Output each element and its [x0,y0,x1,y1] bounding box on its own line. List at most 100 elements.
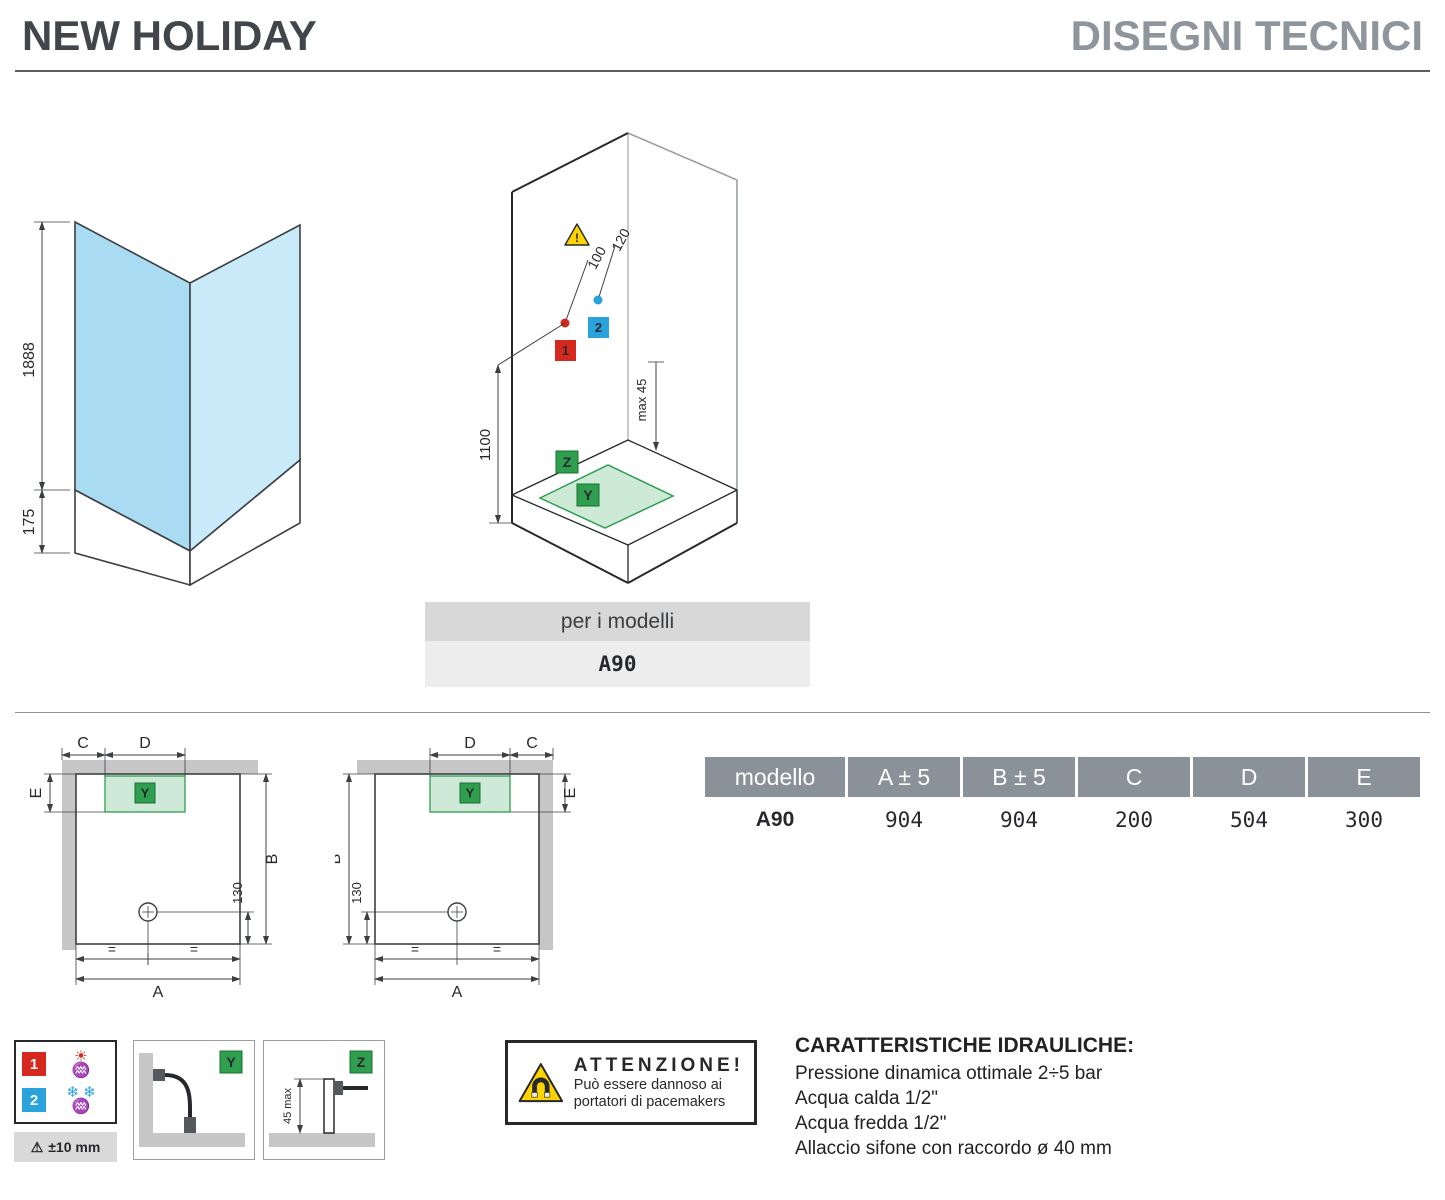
cold-marker-badge: 2 [22,1088,46,1112]
z-detail-drawing: 45 max Z [269,1050,375,1147]
header-divider [15,70,1430,72]
glass-panels-drawing: 1888 175 [21,220,301,587]
equal-mark: = [411,941,419,957]
svg-text:Y: Y [583,487,593,503]
dimension-lines [343,748,571,985]
plan-view-right: Y D C E B [335,735,579,1001]
dim-label-e: E [562,788,579,799]
water-connections-legend: 1 ☀♒ 2 ❄ ❄♒ [14,1040,117,1124]
cold-marker-box: 2 [588,317,609,338]
floor-fitting [184,1117,196,1133]
col-header-d: D [1193,757,1305,797]
vertical-pipe [323,1078,335,1134]
dim-label-1100: 1100 [477,429,494,461]
y-marker-box: Y [134,782,156,804]
svg-text:Z: Z [563,454,572,470]
hydraulic-line: Pressione dinamica ottimale 2÷5 bar [795,1063,1103,1084]
hot-marker-box: 1 [555,340,576,361]
y-marker-box: Y [219,1050,243,1074]
hot-water-row: 1 ☀♒ [22,1048,109,1079]
dim-label-a: A [452,984,463,1001]
z-marker-box: Z [555,450,579,474]
svg-text:Y: Y [226,1054,236,1070]
warning-title: ATTENZIONE! [573,1054,744,1076]
hot-water-icon: ☀♒ [71,1048,91,1079]
dim-label-b: B [264,854,281,865]
svg-text:!: ! [575,231,579,245]
dim-1100-lines [489,322,566,524]
cold-water-icon: ❄ ❄♒ [66,1084,96,1115]
dimension-lines [44,748,272,985]
warning-line: portatori di pacemakers [573,1093,726,1110]
svg-text:Y: Y [141,786,150,801]
dim-max45-lines [648,361,664,451]
drain-circle [138,902,158,922]
dim-label-e: E [28,788,45,799]
z-marker-box: Z [349,1050,373,1074]
equal-mark: = [108,941,116,957]
hot-marker-badge: 1 [22,1052,46,1076]
hydraulic-specs: CARATTERISTICHE IDRAULICHE: Pressione di… [795,1034,1425,1161]
dim-label-a: A [153,984,164,1001]
cold-water-row: 2 ❄ ❄♒ [22,1084,109,1115]
drain-circle [447,902,467,922]
cell-e: 300 [1345,808,1383,832]
page-title: NEW HOLIDAY [22,12,317,59]
dim-label-130: 130 [230,882,245,904]
pacemaker-warning: ATTENZIONE! Può essere dannoso ai portat… [505,1040,757,1125]
equal-mark: = [190,941,198,957]
cell-a: 904 [885,808,923,832]
plan-view-left: Y C D E [28,735,281,1001]
panel-dimension-lines [34,221,70,554]
models-caption: per i modelli [425,602,810,641]
panel-base-right [189,458,301,587]
magnet-warning-icon [518,1062,564,1102]
y-marker-box: Y [576,483,600,507]
tolerance-note: ⚠ ±10 mm [14,1132,117,1162]
dim-label-45max: 45 max [282,1087,294,1124]
col-header-c: C [1078,757,1190,797]
warning-line: Può essere dannoso ai [573,1076,723,1093]
warning-triangle-icon: ⚠ [30,1138,44,1155]
dim-label-c: C [77,735,89,752]
wall-right [539,760,553,950]
z-connection-detail: 45 max Z [263,1040,385,1160]
hydraulic-line: Acqua calda 1/2" [795,1088,939,1109]
models-value: A90 [425,641,810,687]
cabin-back-edges [627,132,738,523]
cell-b: 904 [1000,808,1038,832]
dim-label-120: 120 [608,225,633,253]
pipe-fitting [334,1081,343,1095]
y-marker-box: Y [459,782,481,804]
wall-top [357,760,553,774]
wall-left [62,760,76,950]
connection-dim-leaders [564,245,616,324]
dim-label-max45: max 45 [634,379,649,422]
hydraulic-title: CARATTERISTICHE IDRAULICHE: [795,1034,1135,1057]
hydraulic-line: Acqua fredda 1/2" [795,1113,947,1134]
dim-label-c: C [526,735,538,752]
dim-label-130: 130 [349,882,364,904]
flexible-hose [164,1073,193,1118]
wall-top [62,760,258,774]
cabin-front-edges [511,132,738,584]
cold-water-point [593,295,603,305]
svg-text:Y: Y [466,786,475,801]
warning-triangle-icon: ! [564,223,590,246]
wall-fitting [153,1069,165,1081]
dim-label-100: 100 [584,243,609,271]
tolerance-value: ±10 mm [48,1139,101,1155]
dim-label-d: D [464,735,476,752]
col-header-modello: modello [705,757,845,797]
spec-table: modello A ± 5 B ± 5 C D E A90 904 904 20… [705,757,1420,843]
tray-green-area [538,464,675,529]
dim-label-d: D [139,735,151,752]
y-detail-drawing: Y [139,1050,245,1147]
dim-label-1888: 1888 [21,342,38,378]
hydraulic-line: Allaccio sifone con raccordo ø 40 mm [795,1138,1112,1159]
cell-model: A90 [755,808,795,831]
col-header-b: B ± 5 [963,757,1075,797]
section-divider [15,712,1430,713]
cabin-drawing: ! 100 120 1 2 1100 max 45 [477,132,738,584]
